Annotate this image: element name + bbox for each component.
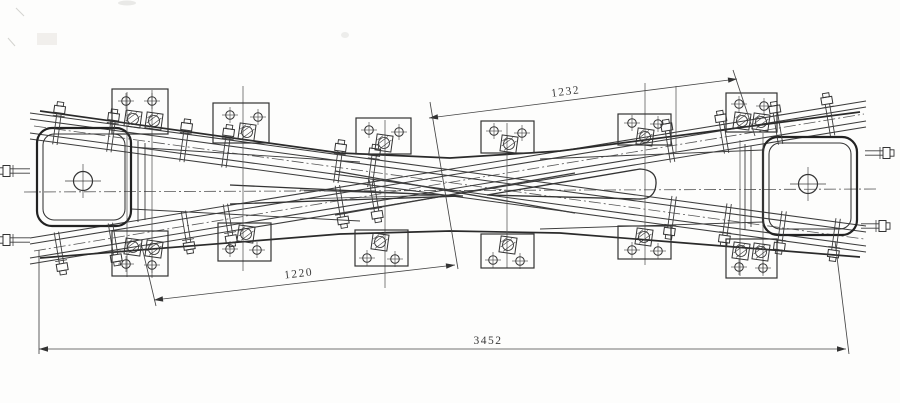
- clamp-nut: [370, 232, 390, 252]
- base-plate: [212, 102, 270, 144]
- rail-clamp-bolt: [334, 184, 350, 229]
- rail-clamp-bolt: [333, 139, 348, 184]
- clamp-nut: [144, 111, 164, 131]
- clamp-nut: [732, 111, 752, 131]
- rail-clamp-bolt: [52, 101, 67, 146]
- clamp-nut: [751, 112, 771, 132]
- rail-clamp-bolt: [221, 124, 236, 168]
- dimension-label-lower-left: 1220: [284, 266, 314, 281]
- rail-clamp-bolt: [367, 143, 382, 188]
- clamp-nut: [374, 133, 394, 153]
- rail-clamp-bolt: [53, 231, 69, 276]
- dimension-label-top: 1232: [550, 84, 580, 100]
- rail-clamp-bolt: [0, 234, 30, 246]
- base-plate: [480, 120, 535, 154]
- rail-clamp-bolt: [768, 100, 784, 145]
- rail-clamp-bolt: [714, 109, 730, 154]
- clamp-nut: [731, 241, 751, 261]
- rail-clamp-bolt: [662, 195, 677, 240]
- base-plate: [217, 222, 272, 262]
- rail-clamp-bolt: [826, 218, 841, 263]
- base-plate: [111, 88, 169, 135]
- rail-clamp-bolt: [368, 179, 384, 224]
- rail-clamp-bolt: [180, 210, 196, 255]
- rail-clamp-bolt: [0, 165, 30, 177]
- rail-clamp-bolt: [717, 203, 732, 248]
- centerlines: [23, 113, 879, 252]
- left-end-cap: [35, 126, 133, 228]
- dimension-lines: [38, 69, 850, 355]
- rail-clamp-bolt: [865, 147, 895, 159]
- base-plate: [111, 230, 169, 277]
- base-plate: [725, 92, 778, 133]
- crossing-point-x: [229, 168, 657, 216]
- rail-clamp-bolt: [179, 118, 194, 163]
- rail-clamp-bolt: [660, 118, 676, 163]
- base-plate: [617, 113, 672, 147]
- drawing-linework: [0, 0, 895, 355]
- clamp-nut: [237, 122, 257, 142]
- clamp-nut: [236, 224, 256, 244]
- rail-clamp-bolt: [820, 92, 836, 137]
- clamp-nut: [634, 227, 654, 247]
- base-plate: [354, 229, 409, 267]
- base-plate: [617, 225, 672, 260]
- rail-clamp-bolt: [106, 108, 121, 153]
- clamp-nut: [498, 235, 518, 255]
- base-plate: [355, 117, 412, 155]
- clamp-nut: [123, 237, 143, 257]
- rail-clamp-bolt: [772, 210, 787, 255]
- rail-clamp-bolt: [861, 220, 891, 232]
- rail-clamp-bolt: [222, 203, 238, 248]
- base-plate: [725, 238, 778, 279]
- clamp-nut: [635, 127, 655, 147]
- rail-bolts: [0, 92, 895, 276]
- base-plate: [480, 233, 535, 269]
- rail-clamp-bolt: [107, 222, 123, 267]
- dimension-label-overall: 3452: [474, 335, 503, 347]
- clamp-nut: [751, 242, 771, 262]
- clamp-nut: [499, 134, 519, 154]
- scan-artifacts: [7, 0, 349, 47]
- clamp-nut: [123, 109, 143, 129]
- base-plates: [111, 88, 778, 279]
- clamp-nut: [144, 239, 164, 259]
